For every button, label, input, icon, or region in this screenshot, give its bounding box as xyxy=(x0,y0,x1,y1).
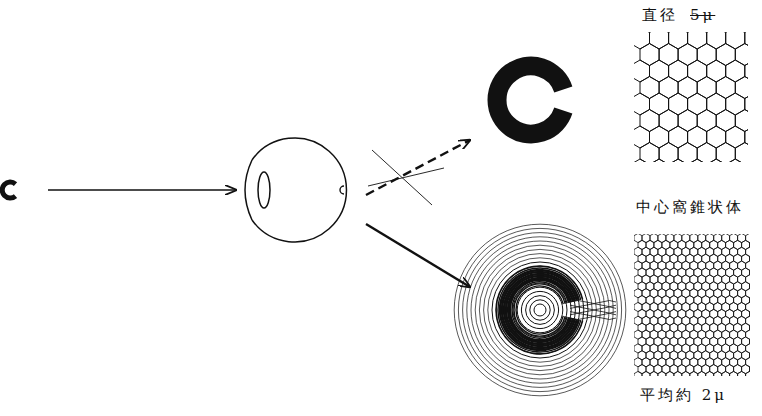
rejected-arrow xyxy=(366,140,470,195)
dimension-label: 平均約 2μ xyxy=(638,386,729,404)
dimension-value: 5μ xyxy=(688,6,717,24)
eye xyxy=(245,138,346,242)
cone-mosaic-coarse xyxy=(634,32,748,162)
light-arrow xyxy=(48,189,236,191)
part-name: 中心窩錐状体 xyxy=(634,198,746,216)
dimension-label: 直径 xyxy=(640,6,680,24)
small-landolt-ring xyxy=(2,182,15,198)
actual-arrow xyxy=(366,224,470,287)
sharp-landolt-ring xyxy=(497,66,563,134)
cone-mosaic-fine xyxy=(634,234,750,376)
diffraction-image xyxy=(454,224,626,396)
cross-mark xyxy=(368,168,444,186)
